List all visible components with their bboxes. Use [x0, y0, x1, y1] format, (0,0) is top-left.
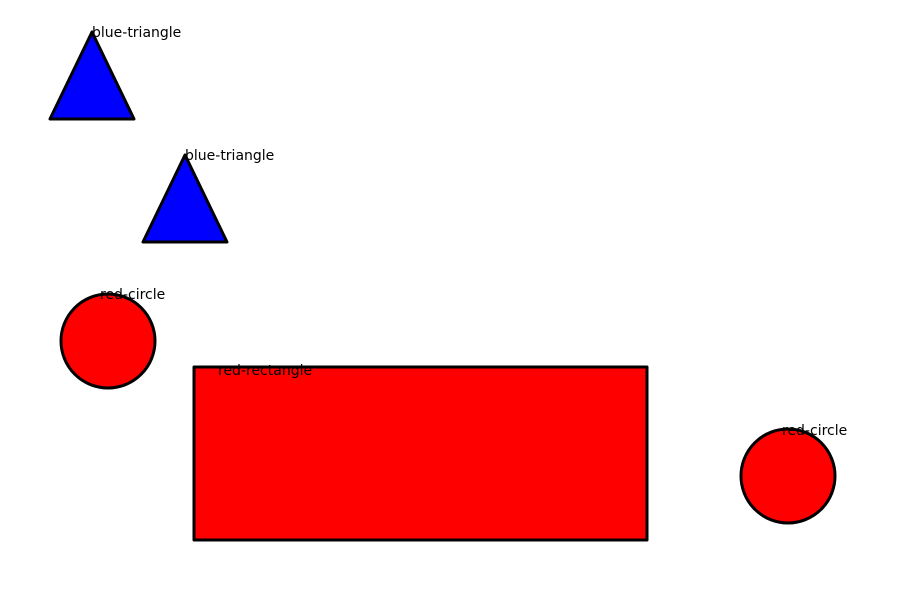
red-circle-1: red-circle [59, 287, 165, 390]
red-rectangle: red-rectangle [192, 363, 649, 542]
red-circle-shape [739, 427, 837, 525]
blue-triangle-2: blue-triangle [141, 148, 274, 244]
blue-triangle-1: blue-triangle [48, 25, 181, 121]
red-rectangle-shape [192, 365, 649, 542]
red-circle-label: red-circle [782, 423, 847, 439]
blue-triangle-shape [141, 153, 229, 244]
red-circle-2: red-circle [739, 423, 847, 525]
red-rectangle-label: red-rectangle [218, 363, 312, 379]
red-circle-label: red-circle [100, 287, 165, 303]
blue-triangle-label: blue-triangle [185, 148, 274, 164]
blue-triangle-shape [48, 30, 136, 121]
blue-triangle-label: blue-triangle [92, 25, 181, 41]
red-circle-shape [59, 292, 157, 390]
